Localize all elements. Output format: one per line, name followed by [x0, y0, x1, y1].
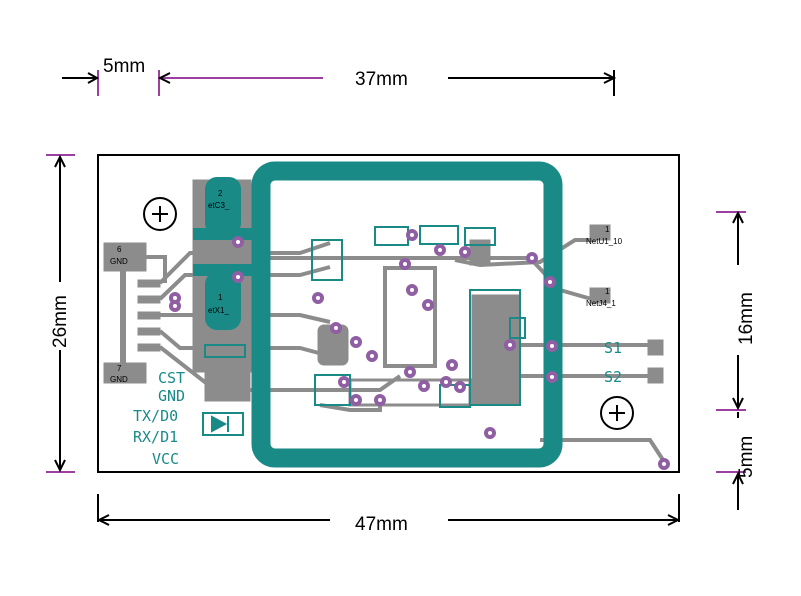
u1-name: NetU1_10 — [586, 237, 623, 246]
silk-tx: TX/D0 — [133, 407, 178, 425]
dim-bottom-total-label: 47mm — [355, 514, 408, 535]
silk-vcc: VCC — [152, 450, 179, 468]
dim-right-inner-label: 16mm — [736, 292, 757, 345]
dim-top-main-label: 37mm — [355, 69, 408, 90]
silk-s1: S1 — [604, 339, 622, 357]
j4-number: 1 — [605, 287, 610, 296]
vias — [169, 229, 670, 470]
pin6-name: GND — [110, 257, 128, 266]
silk-gnd: GND — [158, 387, 185, 405]
component-outlines — [202, 225, 526, 436]
x1-number: 1 — [218, 293, 223, 302]
mount-hole-right — [600, 396, 634, 430]
c3-number: 2 — [218, 189, 223, 198]
pin7-number: 7 — [117, 364, 122, 373]
pin7-name: GND — [110, 375, 128, 384]
dim-right-bottom-label: 5mm — [736, 436, 757, 478]
u1-number: 1 — [605, 225, 610, 234]
j4-name: NetJ4_1 — [586, 299, 616, 308]
mount-hole-left — [143, 197, 177, 231]
silk-s2: S2 — [604, 368, 622, 386]
antenna-loop — [193, 161, 563, 468]
pin6-number: 6 — [117, 245, 122, 254]
dim-top-left-label: 5mm — [103, 56, 145, 77]
c3-name: etC3_ — [208, 201, 230, 210]
silk-rx: RX/D1 — [133, 428, 178, 446]
silk-cst: CST — [158, 369, 185, 387]
dim-left-height-label: 26mm — [50, 295, 71, 348]
x1-name: etX1_ — [208, 306, 229, 315]
dimension-lines — [46, 70, 746, 526]
